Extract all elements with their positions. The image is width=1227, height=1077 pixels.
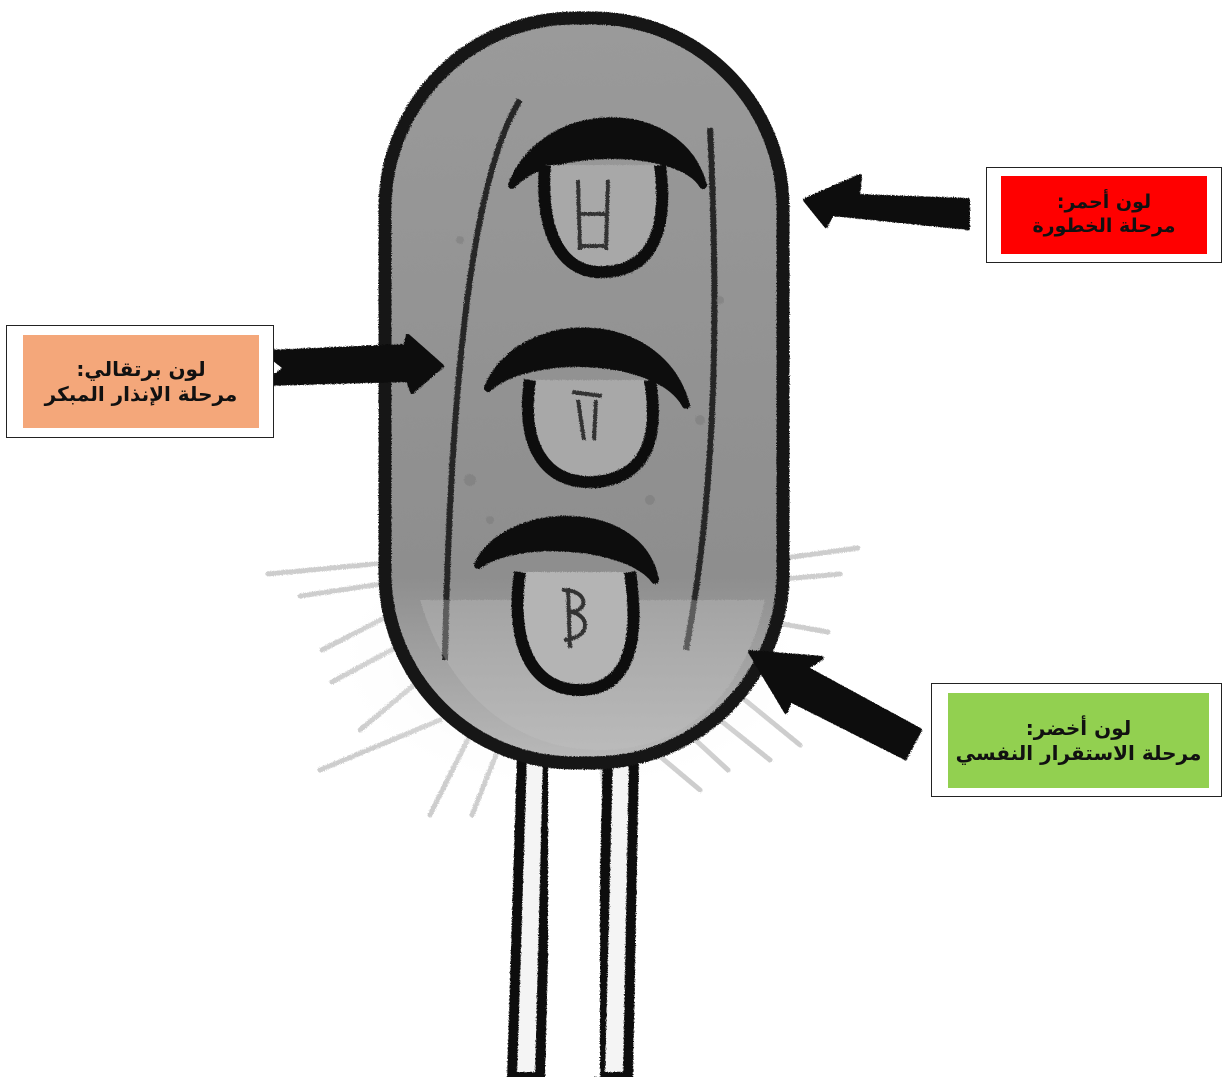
label-green-stage: مرحلة الاستقرار النفسي — [956, 741, 1202, 766]
label-box-red: لون أحمر: مرحلة الخطورة — [986, 167, 1222, 263]
label-fill-orange: لون برتقالي: مرحلة الإنذار المبكر — [23, 335, 259, 428]
label-orange-title: لون برتقالي: — [76, 357, 205, 382]
arrow-icon-red — [805, 176, 968, 228]
label-box-green: لون أخضر: مرحلة الاستقرار النفسي — [931, 683, 1222, 797]
label-red-stage: مرحلة الخطورة — [1032, 215, 1175, 239]
label-orange-stage: مرحلة الإنذار المبكر — [45, 382, 238, 407]
label-fill-red: لون أحمر: مرحلة الخطورة — [1001, 176, 1207, 254]
label-fill-green: لون أخضر: مرحلة الاستقرار النفسي — [948, 693, 1209, 788]
arrow-icon-orange — [265, 336, 442, 392]
traffic-light-pole — [512, 755, 634, 1077]
label-green-title: لون أخضر: — [1026, 716, 1132, 741]
label-red-title: لون أحمر: — [1057, 191, 1151, 215]
label-box-orange: لون برتقالي: مرحلة الإنذار المبكر — [6, 325, 274, 438]
